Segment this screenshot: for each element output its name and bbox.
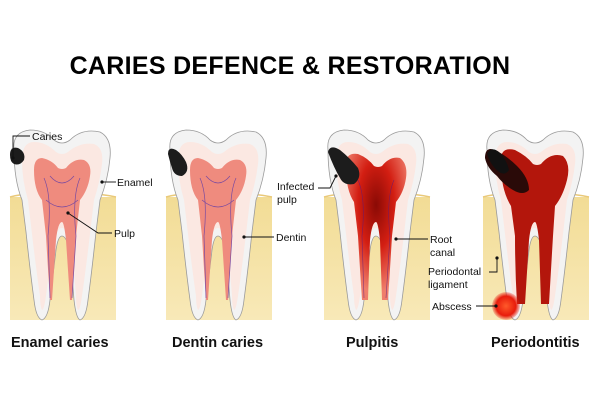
label-abscess: Abscess — [432, 301, 498, 313]
caption-enamel-caries: Enamel caries — [11, 335, 109, 351]
abscess — [492, 292, 520, 320]
canal-label: canal — [430, 247, 455, 259]
caries-cavity — [168, 148, 188, 176]
root-label: Root — [430, 234, 452, 246]
tooth-dentin-caries — [165, 129, 273, 321]
tooth-pulpitis — [323, 129, 431, 321]
label-pulp: Pulp — [66, 211, 135, 240]
enamel-label: Enamel — [117, 177, 153, 189]
caption-dentin-caries: Dentin caries — [172, 335, 263, 351]
ligament-label: ligament — [428, 279, 468, 291]
caries-cavity — [487, 149, 509, 174]
abscess-label: Abscess — [432, 301, 472, 313]
nerves — [199, 175, 237, 299]
label-periodontal-ligament: Periodontal ligament — [428, 256, 499, 291]
label-enamel: Enamel — [100, 177, 153, 189]
caries-label: Caries — [32, 131, 62, 143]
label-root-canal: Root canal — [394, 234, 455, 259]
tooth-periodontitis — [482, 129, 590, 321]
nerves — [357, 179, 395, 299]
infected-pulp — [345, 153, 407, 300]
dentin-label: Dentin — [276, 232, 307, 244]
infected-label: Infected — [277, 181, 315, 193]
caries-cavity — [328, 147, 360, 185]
caption-pulpitis: Pulpitis — [346, 335, 398, 351]
label-dentin: Dentin — [242, 232, 307, 244]
caries-spot — [10, 147, 25, 165]
periodontal-label: Periodontal — [428, 266, 481, 278]
pulp-label: Pulp — [114, 228, 135, 240]
caption-periodontitis: Periodontitis — [491, 335, 580, 351]
nerves — [43, 175, 81, 299]
page-title: CARIES DEFENCE & RESTORATION — [69, 52, 511, 80]
infected-label-line2: pulp — [277, 194, 297, 206]
tooth-enamel-caries — [9, 129, 117, 321]
label-caries: Caries — [11, 131, 62, 160]
label-infected-pulp: Infected pulp — [277, 174, 338, 206]
